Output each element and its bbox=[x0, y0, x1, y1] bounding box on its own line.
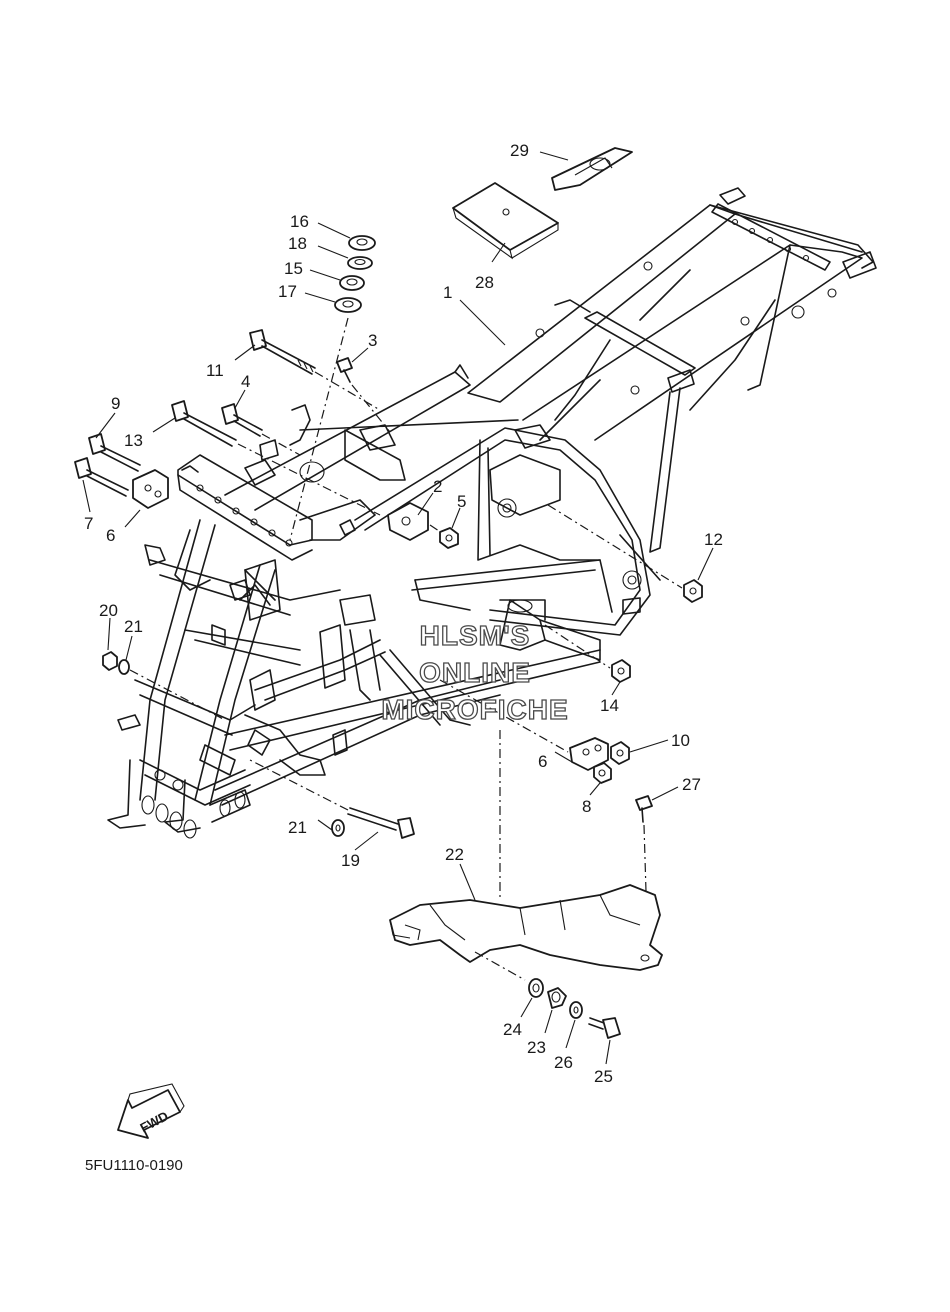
callout-8: 8 bbox=[582, 797, 591, 816]
bolt-25 bbox=[588, 1017, 621, 1039]
callout-27: 27 bbox=[682, 775, 701, 794]
bushing-stack bbox=[289, 235, 376, 541]
bolt-19 bbox=[249, 759, 415, 839]
callout-6-lower: 6 bbox=[538, 752, 547, 771]
part-22-skid-plate bbox=[389, 730, 663, 981]
nut-14 bbox=[544, 624, 631, 683]
washer-26 bbox=[569, 1001, 583, 1019]
callout-20: 20 bbox=[99, 601, 118, 620]
callout-2: 2 bbox=[433, 477, 442, 496]
callout-12: 12 bbox=[704, 530, 723, 549]
nut-12 bbox=[547, 504, 703, 603]
callout-7: 7 bbox=[84, 514, 93, 533]
main-frame bbox=[107, 187, 877, 839]
callout-5: 5 bbox=[457, 492, 466, 511]
part-29-guard bbox=[551, 147, 633, 191]
callout-15: 15 bbox=[284, 259, 303, 278]
watermark-line-3: MICROFICHE bbox=[381, 694, 568, 725]
bolt-4 bbox=[221, 403, 301, 456]
callout-22: 22 bbox=[445, 845, 464, 864]
callout-1: 1 bbox=[443, 283, 452, 302]
nut-10 bbox=[610, 741, 630, 765]
callout-26: 26 bbox=[554, 1053, 573, 1072]
callout-16: 16 bbox=[290, 212, 309, 231]
collar-24 bbox=[528, 978, 544, 998]
bolt-9 bbox=[88, 433, 141, 472]
callout-23: 23 bbox=[527, 1038, 546, 1057]
bolt-11 bbox=[249, 329, 381, 411]
callout-6-upper: 6 bbox=[106, 526, 115, 545]
watermark: HLSM'S ONLINE MICROFICHE bbox=[381, 619, 569, 725]
washer-21-lower bbox=[331, 819, 345, 837]
callout-10: 10 bbox=[671, 731, 690, 750]
fwd-arrow-icon: FWD bbox=[117, 1083, 185, 1139]
callout-25: 25 bbox=[594, 1067, 613, 1086]
callout-21-lower: 21 bbox=[288, 818, 307, 837]
callout-3: 3 bbox=[368, 331, 377, 350]
part-code: 5FU1110-0190 bbox=[85, 1157, 183, 1174]
watermark-line-2: ONLINE bbox=[419, 657, 531, 688]
bolt-27 bbox=[635, 795, 653, 959]
bolt-13 bbox=[171, 400, 381, 516]
bolt-3 bbox=[336, 357, 391, 433]
callout-18: 18 bbox=[288, 234, 307, 253]
callout-29: 29 bbox=[510, 141, 529, 160]
callout-4: 4 bbox=[241, 372, 250, 391]
bolt-7 bbox=[74, 457, 129, 497]
callout-28: 28 bbox=[475, 273, 494, 292]
callout-labels: 29 28 16 18 15 17 1 3 11 4 9 13 7 6 2 5 … bbox=[84, 141, 723, 1086]
callout-9: 9 bbox=[111, 394, 120, 413]
nut-8 bbox=[593, 762, 612, 784]
bracket-2 bbox=[387, 502, 446, 541]
part-28-pad bbox=[452, 182, 559, 260]
leader-lines bbox=[82, 151, 714, 1065]
damper-23 bbox=[547, 987, 567, 1009]
callout-11: 11 bbox=[206, 361, 224, 380]
callout-13: 13 bbox=[124, 431, 143, 450]
callout-14: 14 bbox=[600, 696, 619, 715]
callout-21-upper: 21 bbox=[124, 617, 143, 636]
callout-19: 19 bbox=[341, 851, 360, 870]
watermark-line-1: HLSM'S bbox=[420, 620, 531, 651]
callout-24: 24 bbox=[503, 1020, 522, 1039]
washers-20-21 bbox=[102, 651, 226, 721]
nut-5 bbox=[439, 527, 459, 549]
callout-17: 17 bbox=[278, 282, 297, 301]
bracket-6-upper bbox=[132, 469, 169, 509]
